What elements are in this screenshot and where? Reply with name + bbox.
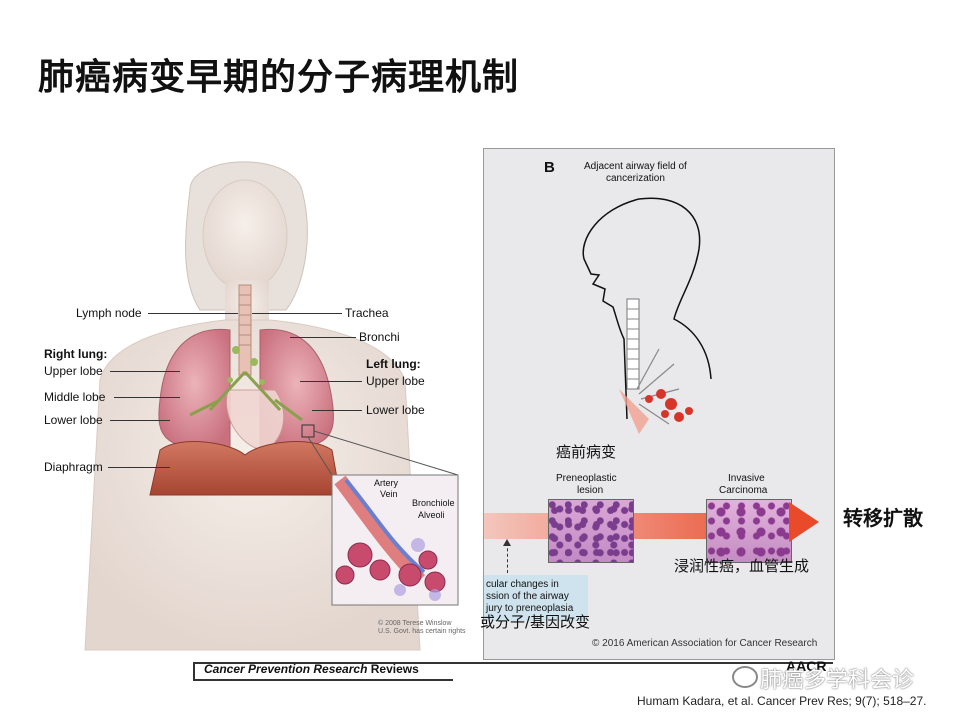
metastasis-label: 转移扩散 (843, 506, 923, 530)
invasive-label-2: Carcinoma (719, 485, 768, 496)
journal-bracket (193, 662, 195, 680)
wechat-icon (732, 666, 758, 688)
invasive-angiogenesis-label: 浸润性癌，血管生成 (674, 557, 810, 575)
label-left-lung: Left lung: (366, 357, 421, 371)
label-alveoli: Alveoli (418, 510, 445, 520)
journal-name: Cancer Prevention Research Reviews (204, 662, 419, 676)
molecular-changes-box (484, 575, 588, 621)
field-title-line1: Adjacent airway field of (584, 161, 687, 172)
anatomy-illustration (40, 150, 470, 670)
label-middle-lobe: Middle lobe (44, 390, 106, 404)
label-upper-lobe-left: Upper lobe (366, 374, 425, 388)
label-lower-lobe-left: Lower lobe (366, 403, 425, 417)
journal-divider-bottom (193, 679, 453, 681)
preneoplastic-label-2: lesion (577, 485, 604, 496)
field-marker-arrow (507, 543, 509, 573)
field-marker-arrowhead (503, 539, 511, 546)
label-bronchi: Bronchi (359, 330, 400, 344)
aacr-logo: AACR (786, 658, 827, 674)
invasive-tissue-image (706, 499, 792, 563)
airway-outline-drawing (582, 197, 712, 434)
label-bronchiole: Bronchiole (412, 498, 455, 508)
leader-line (110, 420, 170, 421)
citation-reference: Humam Kadara, et al. Cancer Prev Res; 9(… (637, 694, 927, 708)
copyright-govt: U.S. Govt. has certain rights (378, 628, 466, 635)
invasive-label-1: Invasive (728, 473, 765, 484)
premalignant-label: 癌前病变 (556, 443, 617, 461)
label-diaphragm: Diaphragm (44, 460, 103, 474)
watermark-text: 肺癌多学科会诊 (760, 668, 915, 693)
panel-letter: B (544, 159, 555, 176)
leader-line (148, 313, 238, 314)
leader-line (290, 337, 356, 338)
torso-lung-drawing (84, 161, 459, 651)
journal-name-italic: Cancer Prevention Research (204, 662, 368, 676)
label-right-lung: Right lung: (44, 347, 108, 361)
journal-divider (193, 662, 833, 664)
molecular-gene-changes-label: 或分子/基因改变 (480, 613, 591, 631)
leader-line (114, 397, 180, 398)
copyright-winslow: © 2008 Terese Winslow (378, 620, 452, 627)
leader-line (300, 381, 362, 382)
label-artery: Artery (374, 478, 399, 488)
preneoplastic-tissue-image (548, 499, 634, 563)
panel-b: B Adjacent airway field of cancerization… (480, 148, 835, 660)
molecular-text-3: jury to preneoplasia (486, 603, 574, 614)
field-title-line2: cancerization (606, 173, 665, 184)
label-lower-lobe-right: Lower lobe (44, 413, 103, 427)
preneoplastic-label-1: Preneoplastic (556, 473, 617, 484)
leader-line (110, 371, 180, 372)
label-trachea: Trachea (345, 306, 389, 320)
leader-line (252, 313, 342, 314)
label-upper-lobe-right: Upper lobe (44, 364, 103, 378)
leader-line (108, 467, 170, 468)
molecular-text-1: cular changes in (486, 579, 559, 590)
progression-arrowhead (789, 502, 819, 542)
label-vein: Vein (380, 489, 398, 499)
aacr-copyright: © 2016 American Association for Cancer R… (592, 638, 818, 649)
leader-line (312, 410, 362, 411)
slide-title: 肺癌病变早期的分子病理机制 (38, 57, 520, 98)
molecular-text-2: ssion of the airway (486, 591, 569, 602)
journal-name-reviews: Reviews (370, 662, 419, 676)
label-lymph-node: Lymph node (76, 306, 142, 320)
